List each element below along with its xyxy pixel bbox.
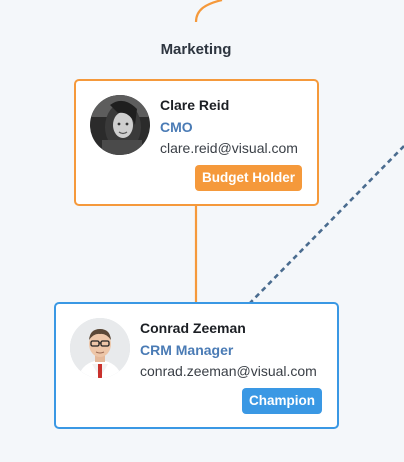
- person-role: CRM Manager: [140, 342, 234, 358]
- person-card-conrad-zeeman[interactable]: Conrad Zeeman CRM Manager conrad.zeeman@…: [54, 302, 339, 429]
- person-name: Clare Reid: [160, 97, 230, 113]
- group-title: Marketing: [160, 41, 232, 58]
- person-role: CMO: [160, 119, 193, 135]
- influence-line: [249, 145, 404, 304]
- avatar: [90, 95, 150, 155]
- reporting-line-upper: [194, 0, 223, 23]
- status-badge-budget-holder: Budget Holder: [195, 165, 302, 191]
- person-card-clare-reid[interactable]: Clare Reid CMO clare.reid@visual.com Bud…: [74, 79, 319, 206]
- person-email: clare.reid@visual.com: [160, 140, 298, 156]
- woman-portrait-icon: [90, 95, 150, 155]
- status-badge-champion: Champion: [242, 388, 322, 414]
- person-email: conrad.zeeman@visual.com: [140, 363, 317, 379]
- man-portrait-icon: [70, 318, 130, 378]
- avatar: [70, 318, 130, 378]
- person-name: Conrad Zeeman: [140, 320, 246, 336]
